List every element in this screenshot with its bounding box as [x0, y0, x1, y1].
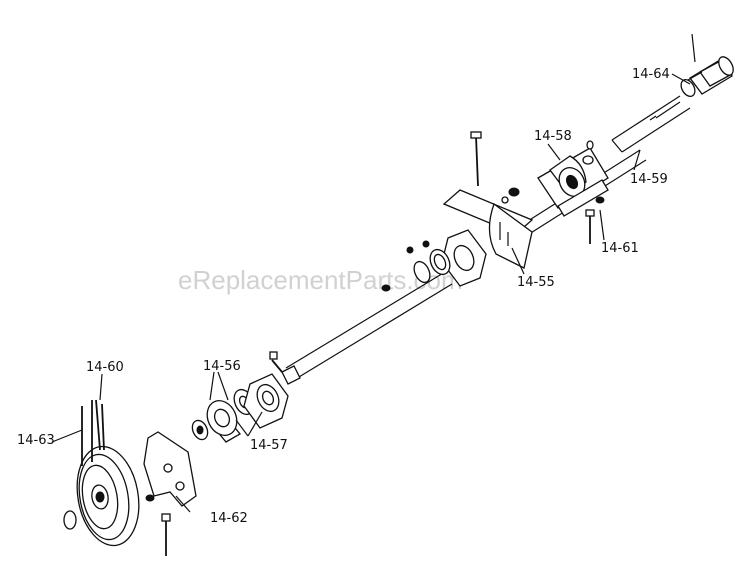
label-14-55: 14-55	[517, 275, 555, 290]
belt-part-14-63	[81, 399, 105, 466]
label-14-61: 14-61	[601, 241, 639, 256]
label-14-57: 14-57	[250, 438, 288, 453]
flange-bearing-upper	[381, 229, 487, 292]
bracket-part-14-55	[442, 131, 534, 269]
coupler-part-14-64	[680, 33, 734, 98]
flange-part-14-57	[243, 351, 301, 429]
plate-part-14-62	[143, 431, 197, 556]
label-14-60: 14-60	[86, 360, 124, 375]
label-14-62: 14-62	[210, 511, 248, 526]
leader-lines	[51, 73, 691, 513]
main-shaft	[285, 95, 691, 381]
pillow-block-part-14-58	[537, 140, 609, 217]
bearing-part-14-56	[191, 388, 255, 443]
label-14-63: 14-63	[17, 433, 55, 448]
label-14-56: 14-56	[203, 359, 241, 374]
label-14-64: 14-64	[632, 67, 670, 82]
label-14-59: 14-59	[630, 172, 668, 187]
bolt-part-14-61	[585, 209, 595, 244]
label-14-58: 14-58	[534, 129, 572, 144]
pulley-part-14-60	[63, 445, 140, 547]
